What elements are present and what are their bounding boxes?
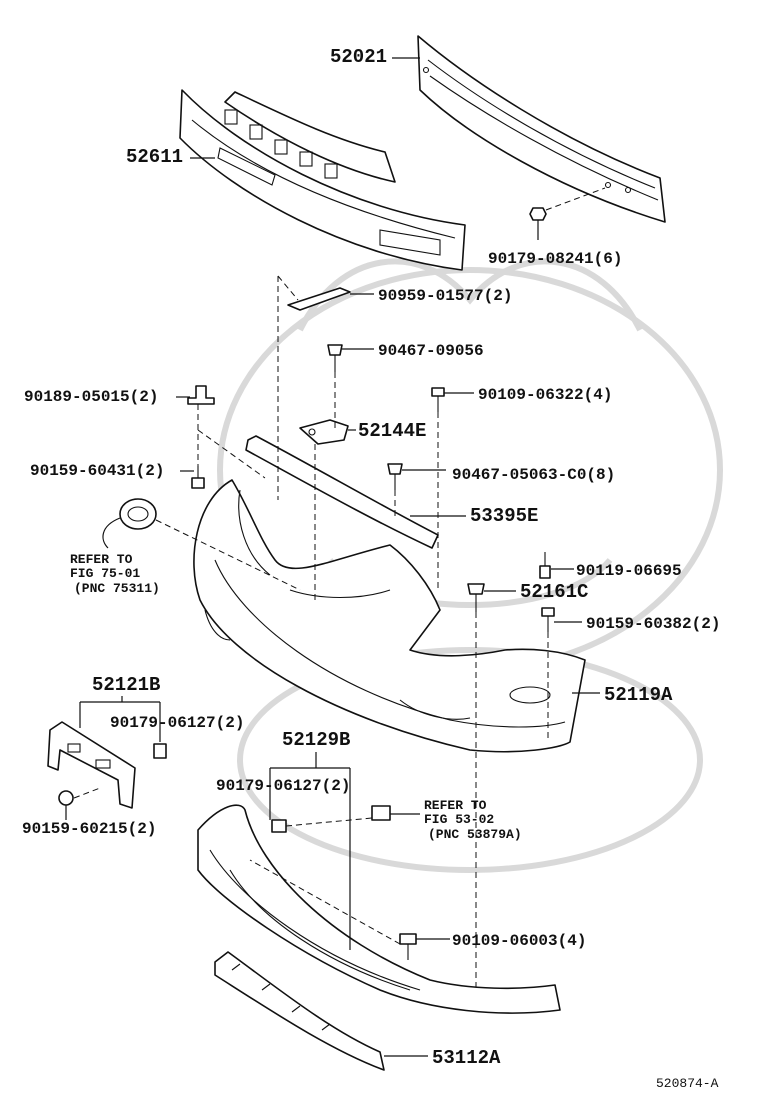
energy-absorber-52611 [179,89,466,271]
label-52121b: 52121B [92,674,160,696]
rivet-90467-05063 [387,463,446,490]
label-53395e: 53395E [470,505,538,527]
nut-90179-06127-left [153,743,167,759]
retainer-52144e [299,419,356,445]
screw-90119-06695 [539,552,574,579]
refer-note-2-line2: FIG 53-02 [424,812,494,827]
label-53112a: 53112A [432,1047,501,1069]
label-90467-09056: 90467-09056 [378,342,484,360]
refer-note-1-line3: (PNC 75311) [74,581,160,596]
clip-53879a [371,805,420,821]
label-90109-06322: 90109-06322(4) [478,386,612,404]
label-90189-05015: 90189-05015(2) [24,388,158,406]
bumper-cover-52119a [193,479,600,753]
nut-90179-08241 [529,187,606,240]
screw-90159-60382 [541,607,582,632]
label-90467-05063-c0: 90467-05063-C0(8) [452,466,615,484]
label-90159-60215: 90159-60215(2) [22,820,156,838]
screw-90159-60215 [58,787,101,820]
refer-note-1-line2: FIG 75-01 [70,566,140,581]
label-52021: 52021 [330,46,387,68]
label-90179-08241: 90179-08241(6) [488,250,622,268]
label-90179-06127-right: 90179-06127(2) [216,777,350,795]
emblem [102,498,157,549]
label-52129b: 52129B [282,729,350,751]
label-90159-60431: 90159-60431(2) [30,462,164,480]
refer-note-2-line1: REFER TO [424,798,487,813]
label-52611: 52611 [126,146,183,168]
grille-53112a [214,951,428,1071]
label-52144e: 52144E [358,420,426,442]
label-90109-06003: 90109-06003(4) [452,932,586,950]
nut-90179-06127-right [271,817,373,833]
bolt-90109-06322 [431,387,474,412]
bolt-90109-06003 [249,859,450,960]
label-52161c: 52161C [520,581,588,603]
alignment-lines [155,275,549,990]
refer-note-1-line1: REFER TO [70,552,133,567]
rivet-90467-09056 [327,344,374,372]
clip-90959-01577 [287,287,374,311]
bumper-reinforcement-52021 [417,35,666,223]
figure-id: 520874-A [656,1076,719,1091]
lower-spoiler-52129b [197,752,561,1014]
moulding-53395e [245,435,466,549]
refer-note-2-line3: (PNC 53879A) [428,827,522,842]
nut-90189-05015 [187,385,215,405]
label-90119-06695: 90119-06695 [576,562,682,580]
label-52119a: 52119A [604,684,673,706]
clip-52161c [467,583,516,612]
screw-90159-60431 [191,466,205,489]
label-90959-01577: 90959-01577(2) [378,287,512,305]
license-bracket-52121b [47,696,161,809]
label-90179-06127-left: 90179-06127(2) [110,714,244,732]
label-90159-60382: 90159-60382(2) [586,615,720,633]
